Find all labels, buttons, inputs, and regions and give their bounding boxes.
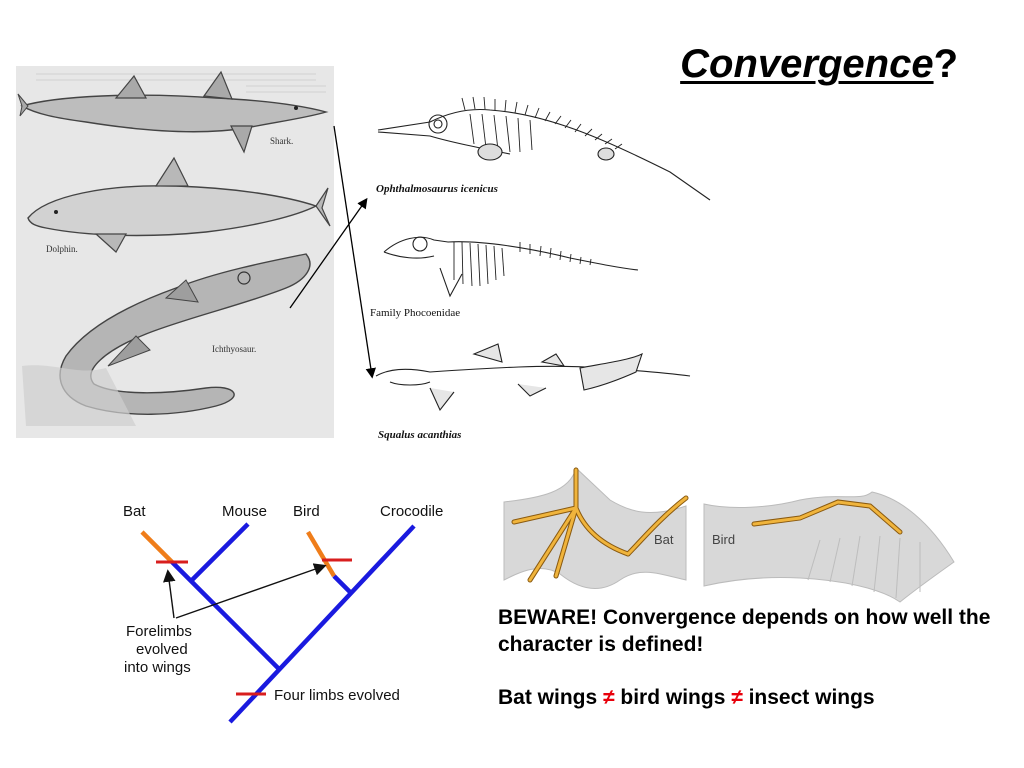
skeleton-illustrations: Ophthalmosaurus icenicus Family Phocoeni… [370, 96, 711, 441]
branch-crocodile [228, 524, 416, 724]
branch-bat [140, 530, 174, 564]
bat-wing-label: Bat [654, 532, 674, 547]
porpoise-skeleton-caption: Family Phocoenidae [370, 307, 460, 319]
arrow-to-ichthyosaur-skeleton [289, 197, 368, 309]
root-annotation: Four limbs evolved [274, 687, 400, 704]
bat-wing-membrane [503, 467, 687, 590]
cladogram-taxon-crocodile: Crocodile [380, 503, 443, 520]
comparison-part-2: bird wings [614, 686, 732, 709]
annotation-line-1: Forelimbs [126, 623, 192, 640]
cladogram-taxon-mouse: Mouse [222, 503, 267, 520]
porpoise-skeleton [383, 236, 639, 298]
dolphin-drawing: Dolphin. [27, 156, 331, 254]
cladogram-taxon-bat: Bat [123, 503, 146, 520]
shark-label: Shark. [270, 136, 293, 146]
dolphin-label: Dolphin. [46, 244, 78, 254]
comparison-note: Bat wings ≠ bird wings ≠ insect wings [498, 684, 998, 711]
bird-wing-feathers [703, 491, 955, 603]
shark-skeleton [375, 343, 691, 412]
annotation-line-2: evolved [136, 641, 188, 658]
comparison-part-1: Bat wings [498, 686, 604, 709]
bird-wing-label: Bird [712, 532, 735, 547]
arrow-to-shark-skeleton [333, 125, 376, 379]
engraving-illustration: Shark. Dolphin. Ichthyosaur. [16, 66, 334, 438]
title-word: Convergence [680, 42, 934, 86]
branch-bird [306, 530, 336, 578]
wing-comparison: Bat Bird [503, 467, 955, 603]
annotation-line-3: into wings [124, 659, 191, 676]
shark-drawing: Shark. [17, 70, 329, 154]
ichthyosaur-drawing: Ichthyosaur. [22, 253, 311, 426]
warning-note: BEWARE! Convergence depends on how well … [498, 606, 991, 656]
comparison-part-3: insect wings [742, 686, 875, 709]
slide-title: Convergence? [680, 42, 958, 87]
title-question-mark: ? [933, 42, 958, 86]
ichthyosaur-skeleton [377, 96, 711, 201]
annotation-arrow-bird [175, 563, 327, 619]
cladogram-taxon-bird: Bird [293, 503, 320, 520]
branch-mouse [188, 522, 250, 584]
not-equal-sign-2: ≠ [731, 686, 743, 709]
engraving-page-texture [36, 73, 326, 93]
shark-skeleton-caption: Squalus acanthias [378, 429, 461, 441]
annotation-arrow-bat [163, 569, 176, 619]
branch-mammals [170, 560, 280, 670]
ichthyosaur-label: Ichthyosaur. [212, 344, 256, 354]
not-equal-sign-1: ≠ [603, 686, 615, 709]
ichthyosaur-skeleton-caption: Ophthalmosaurus icenicus [376, 183, 498, 195]
branch-bird-base [332, 574, 352, 594]
convergence-arrows [289, 125, 376, 379]
cladogram: Bat Mouse Bird Crocodile Forelimbs evolv… [123, 503, 443, 724]
bird-wing-feather-lines [807, 535, 921, 599]
